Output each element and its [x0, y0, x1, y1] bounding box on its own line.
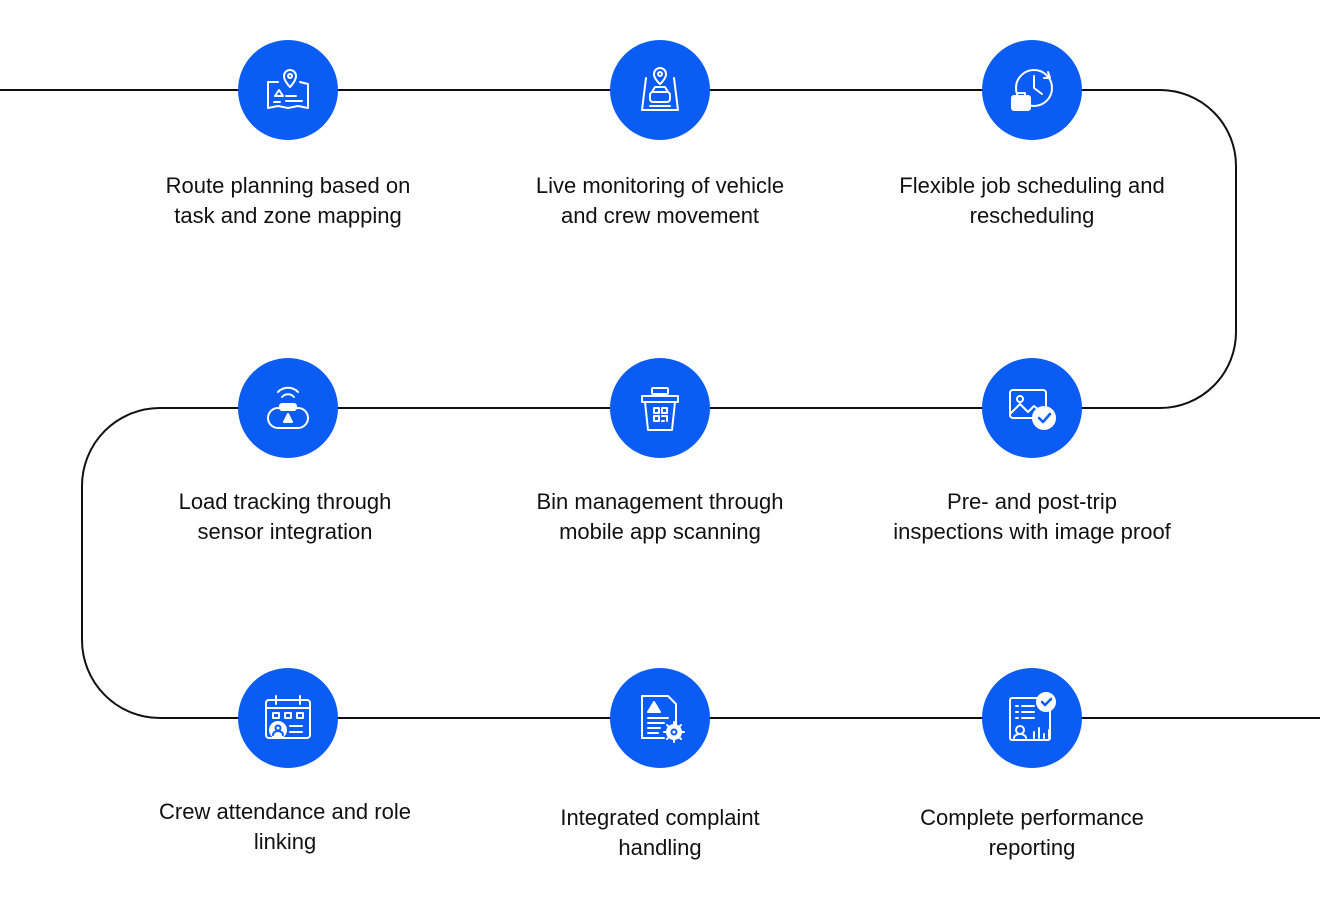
step-inspections-label: Pre- and post-trip inspections with imag…	[893, 489, 1171, 544]
step-job-scheduling-label: Flexible job scheduling and rescheduling	[899, 173, 1165, 228]
qr-bin-icon	[610, 358, 710, 458]
step-live-monitoring-label: Live monitoring of vehicle and crew move…	[535, 173, 785, 228]
calendar-user-icon	[238, 668, 338, 768]
document-warning-gear-icon	[610, 668, 710, 768]
sensor-load-icon	[238, 358, 338, 458]
route-map-icon	[238, 40, 338, 140]
step-bin-management-label: Bin management through mobile app scanni…	[536, 489, 784, 544]
image-check-icon	[982, 358, 1082, 458]
clock-briefcase-icon	[982, 40, 1082, 140]
step-crew-attendance-label: Crew attendance and role linking	[159, 799, 411, 854]
step-performance-reporting-label: Complete performance reporting	[920, 805, 1144, 860]
step-route-planning-label: Route planning based on task and zone ma…	[165, 173, 411, 228]
report-check-icon	[982, 668, 1082, 768]
vehicle-location-icon	[610, 40, 710, 140]
step-load-tracking-label: Load tracking through sensor integration	[178, 489, 392, 544]
step-complaint-handling-label: Integrated complaint handling	[560, 805, 760, 860]
